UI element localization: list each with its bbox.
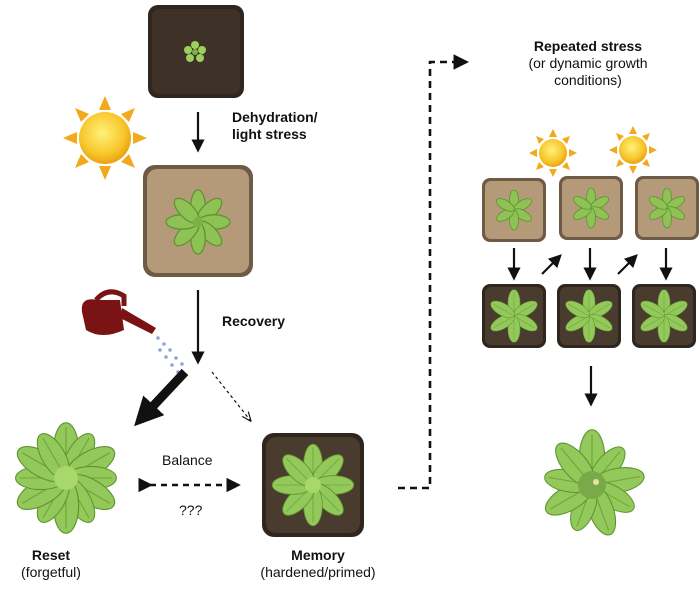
pot-memory-plant bbox=[262, 433, 364, 537]
label-balance: Balance bbox=[162, 452, 213, 468]
rosette-plant-icon bbox=[539, 429, 647, 540]
repeated-recovery-pots bbox=[482, 284, 696, 348]
rosette-plant-icon bbox=[11, 422, 121, 534]
arrow-to-reset bbox=[134, 368, 189, 427]
sun-icon bbox=[63, 96, 147, 180]
label-recovery: Recovery bbox=[222, 313, 286, 329]
label-reset-title: Reset bbox=[31, 547, 71, 563]
repeated-stress-arrows bbox=[507, 248, 673, 281]
label-memory: Memory (hardened/primed) bbox=[260, 547, 376, 581]
label-unknown: ??? bbox=[179, 502, 203, 518]
label-dehydration-line2: light stress bbox=[232, 126, 307, 142]
label-repeated-line2: (or dynamic growth bbox=[528, 55, 648, 71]
arrow-to-memory bbox=[211, 371, 250, 420]
label-memory-title: Memory bbox=[291, 547, 345, 563]
label-repeated-title: Repeated stress bbox=[533, 38, 643, 54]
label-reset-subtitle: (forgetful) bbox=[21, 564, 81, 580]
pot-stressed-plant bbox=[143, 165, 253, 277]
repeated-stress-pots bbox=[482, 176, 699, 242]
label-dehydration-line1: Dehydration/ bbox=[232, 109, 318, 125]
label-repeated-line3: conditions) bbox=[554, 72, 622, 88]
label-repeated-stress: Repeated stress (or dynamic growth condi… bbox=[518, 38, 658, 89]
seedling-icon bbox=[184, 41, 206, 62]
sun-icon bbox=[529, 129, 577, 177]
label-memory-subtitle: (hardened/primed) bbox=[260, 564, 376, 580]
arrow-to-repeated-stress bbox=[398, 54, 470, 490]
watering-can-icon bbox=[81, 289, 184, 374]
label-dehydration: Dehydration/ light stress bbox=[232, 109, 318, 143]
label-reset: Reset (forgetful) bbox=[6, 547, 96, 581]
pot-seedling bbox=[148, 5, 244, 98]
sun-icon bbox=[609, 126, 657, 174]
